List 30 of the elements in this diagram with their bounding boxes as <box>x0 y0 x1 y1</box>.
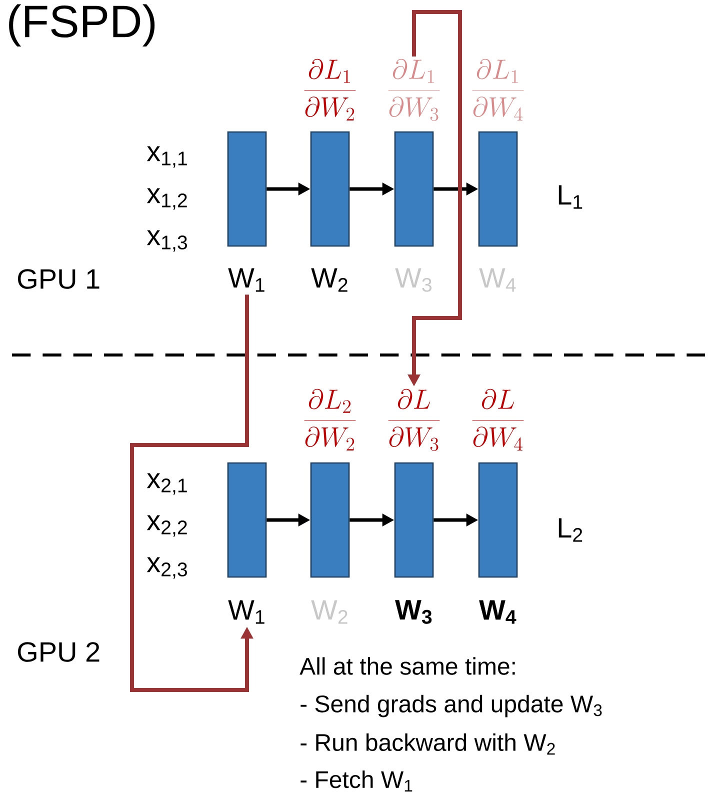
layer-box <box>227 131 267 247</box>
gpu-label: GPU 1 <box>18 269 100 289</box>
gradient-formula: $\frac{\partial L_1}{\partial W_3}$ <box>388 58 440 121</box>
weight-label: W$_{3}$ <box>395 600 432 624</box>
weight-label: W$_{1}$ <box>228 600 264 624</box>
weight-label: W$_{1}$ <box>228 268 264 292</box>
weight-label: W$_{2}$ <box>311 268 348 292</box>
input-label: x$_{2,3}$ <box>146 557 187 579</box>
note-text: All at the same time: <box>300 657 515 675</box>
input-label: x$_{1,3}$ <box>146 230 187 252</box>
gradient-formula: $\frac{\partial L}{\partial W_4}$ <box>472 388 524 451</box>
layer-box <box>478 462 518 578</box>
note-text: - Fetch W$_{1}$ <box>300 770 412 792</box>
layer-box <box>394 462 434 578</box>
layer-box <box>478 131 518 247</box>
gradient-formula: $\frac{\partial L_1}{\partial W_2}$ <box>304 58 356 121</box>
gradient-formula: $\frac{\partial L_1}{\partial W_4}$ <box>472 58 524 121</box>
note-text: - Run backward with W$_{2}$ <box>300 733 555 755</box>
gradient-formula: $\frac{\partial L}{\partial W_3}$ <box>388 388 440 451</box>
layer-box <box>394 131 434 247</box>
weight-label: W$_{4}$ <box>479 600 516 624</box>
note-text: - Send grads and update W$_{3}$ <box>300 694 602 718</box>
layer-box <box>227 462 267 578</box>
input-label: x$_{1,2}$ <box>146 188 187 210</box>
input-label: x$_{2,2}$ <box>146 515 187 537</box>
gradient-formula: $\frac{\partial L_2}{\partial W_2}$ <box>304 388 356 451</box>
layer-box <box>310 462 350 578</box>
gpu-label: GPU 2 <box>18 642 100 662</box>
title: (FSPD) <box>9 4 155 46</box>
layer-box <box>310 131 350 247</box>
